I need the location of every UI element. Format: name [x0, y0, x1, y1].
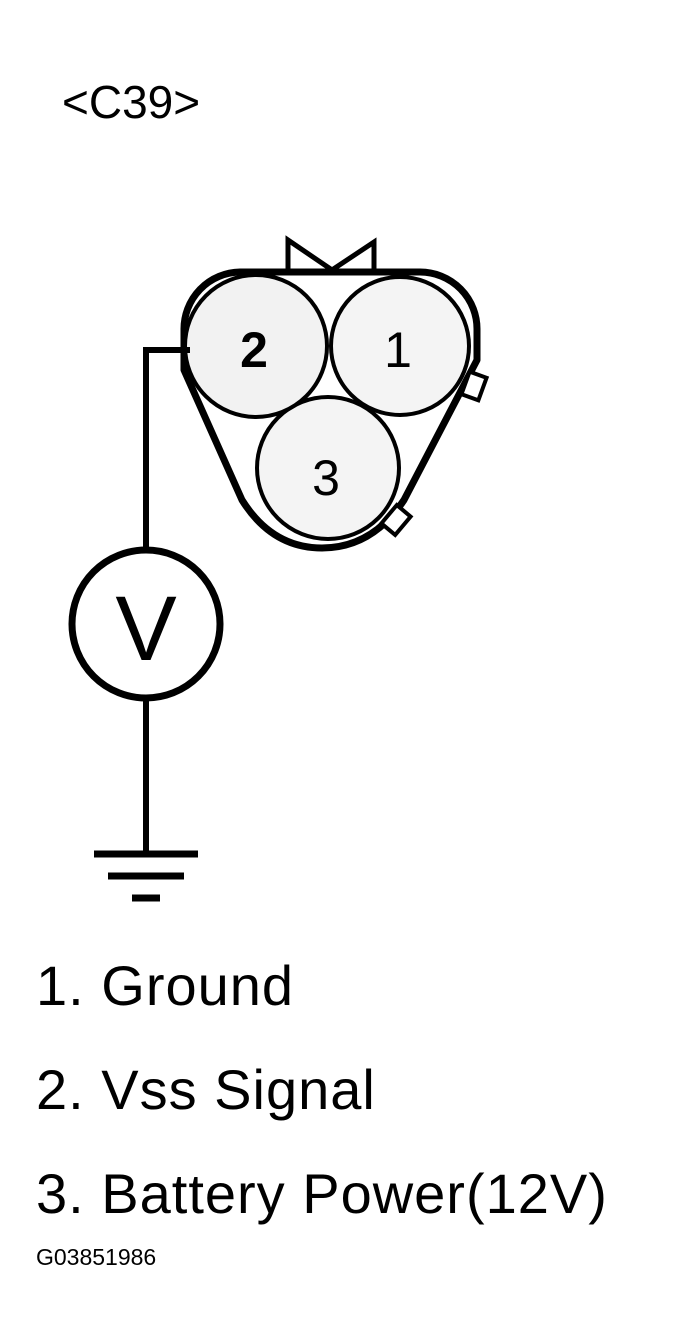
probe-wire	[143, 347, 190, 550]
pin-2-number: 2	[240, 322, 268, 378]
legend-item-battery-power: 3. Battery Power(12V)	[36, 1162, 608, 1225]
connector-key-tab-upper	[458, 369, 490, 403]
pin-3-circle	[255, 395, 401, 541]
ground-icon	[94, 850, 198, 902]
voltmeter-symbol: V	[115, 578, 176, 680]
legend-item-ground: 1. Ground	[36, 954, 295, 1017]
pin-2-circle	[183, 273, 329, 419]
pin-1-circle	[329, 275, 471, 417]
pin-1-number: 1	[384, 322, 412, 378]
connector-key-tab-lower	[378, 502, 414, 538]
legend-item-vss-signal: 2. Vss Signal	[36, 1058, 376, 1121]
connector-lock-tab	[285, 235, 377, 274]
pin-3-number: 3	[312, 450, 340, 506]
figure-id: G03851986	[36, 1244, 157, 1270]
connector-label: <C39>	[62, 76, 200, 128]
